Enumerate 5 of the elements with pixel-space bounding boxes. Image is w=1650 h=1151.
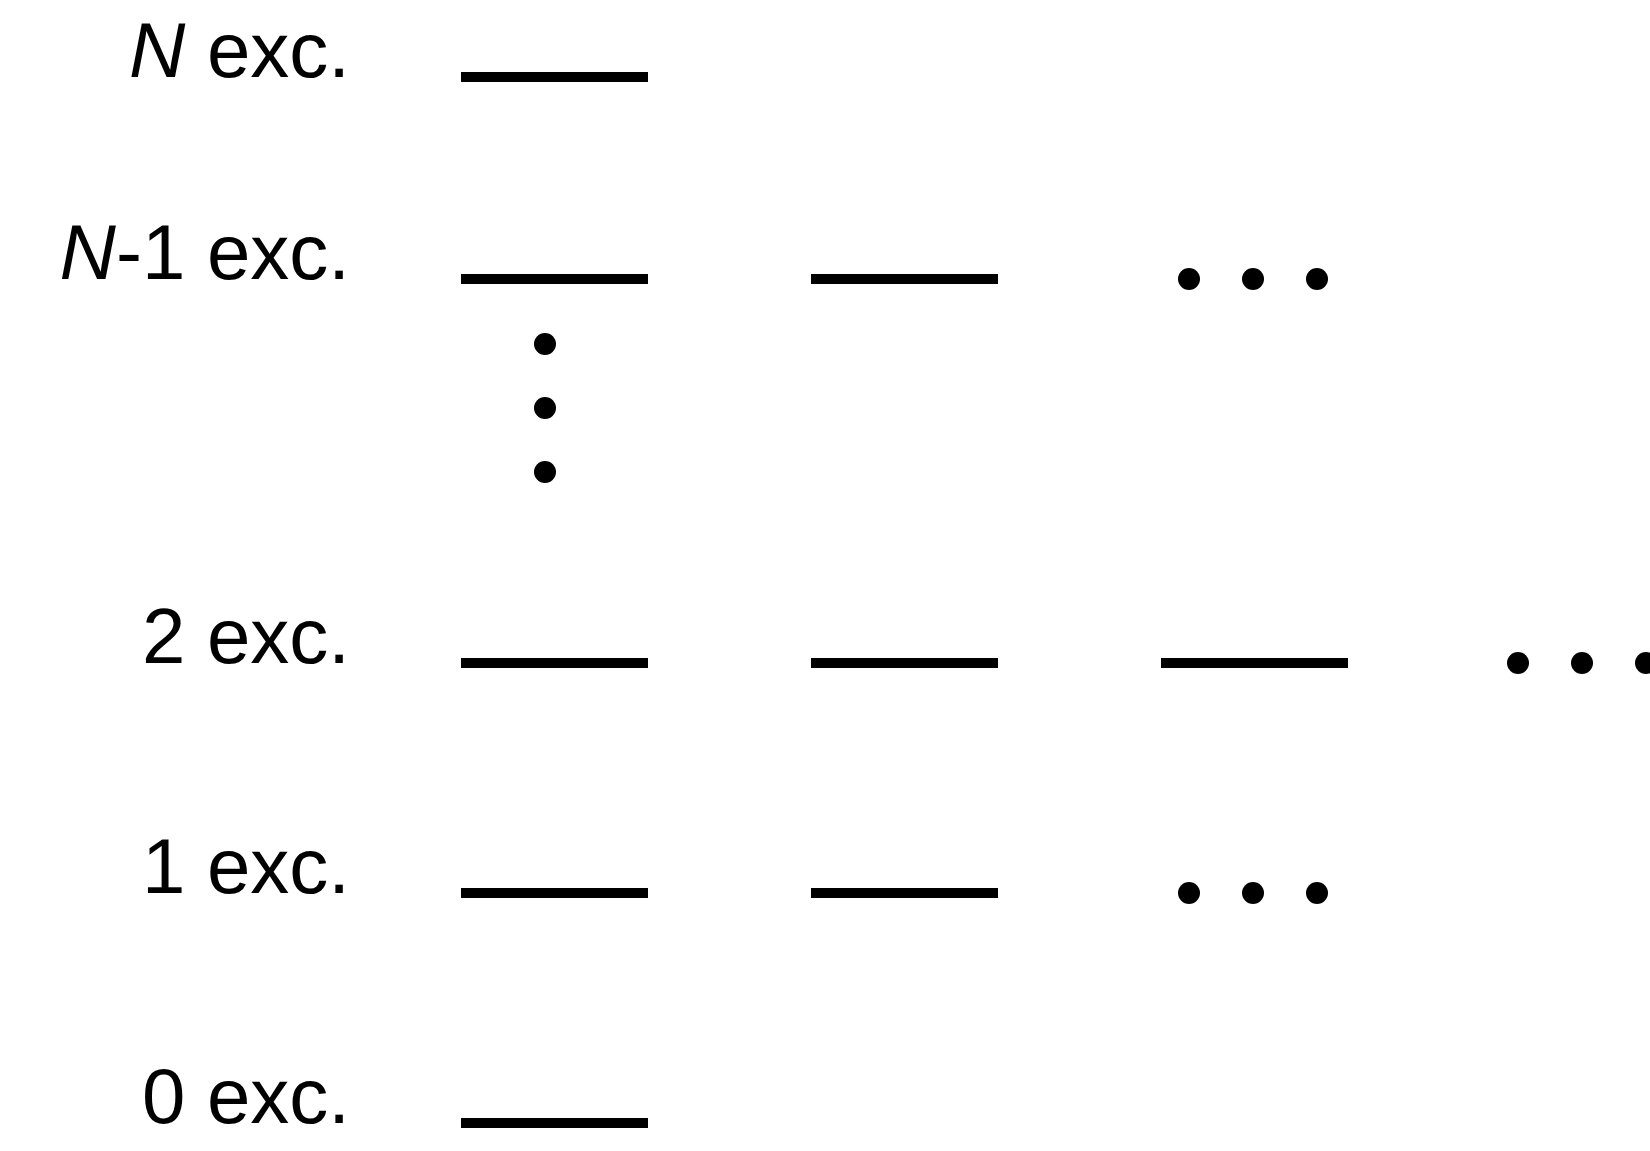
level-label: 1 exc. (141, 827, 350, 905)
level-label: 0 exc. (141, 1057, 350, 1135)
level-label: N exc. (128, 11, 350, 89)
level-label: N-1 exc. (59, 213, 350, 291)
level-label: 2 exc. (141, 597, 350, 675)
